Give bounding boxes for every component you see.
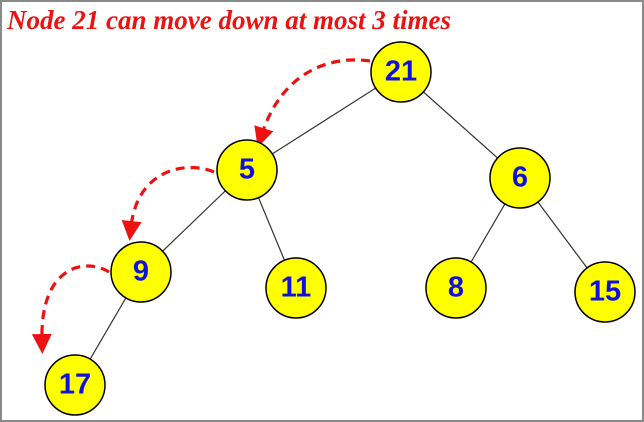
tree-node-n8: 8 xyxy=(425,257,487,319)
move-down-arrow-n9-to-n17 xyxy=(31,264,110,354)
node-label: 6 xyxy=(512,162,528,194)
tree-node-n11: 11 xyxy=(265,257,327,319)
node-circle xyxy=(574,261,636,323)
tree-node-n15: 15 xyxy=(574,261,636,323)
node-circle xyxy=(265,257,327,319)
node-circle xyxy=(489,147,551,209)
node-circle xyxy=(110,241,172,303)
diagram-title: Node 21 can move down at most 3 times xyxy=(7,5,451,35)
node-label: 9 xyxy=(133,256,149,288)
node-label: 21 xyxy=(385,56,417,88)
tree-node-n6: 6 xyxy=(489,147,551,209)
node-label: 15 xyxy=(589,276,621,308)
move-down-arrow-n21-to-n5 xyxy=(254,58,371,148)
node-circle xyxy=(370,41,432,103)
tree-nodes: 21 5 6 9 11 8 15 17 xyxy=(44,41,636,416)
node-label: 11 xyxy=(281,272,312,304)
tree-node-n17: 17 xyxy=(44,354,106,416)
node-circle xyxy=(44,354,106,416)
node-label: 17 xyxy=(59,369,91,401)
tree-node-n9: 9 xyxy=(110,241,172,303)
tree-node-n21: 21 xyxy=(370,41,432,103)
node-label: 5 xyxy=(239,154,255,186)
move-down-arrow-n5-to-n9 xyxy=(121,165,215,241)
node-label: 8 xyxy=(448,272,464,304)
node-circle xyxy=(216,139,278,201)
move-down-arrows xyxy=(31,58,371,354)
tree-node-n5: 5 xyxy=(216,139,278,201)
tree-edges xyxy=(74,71,606,386)
node-circle xyxy=(425,257,487,319)
